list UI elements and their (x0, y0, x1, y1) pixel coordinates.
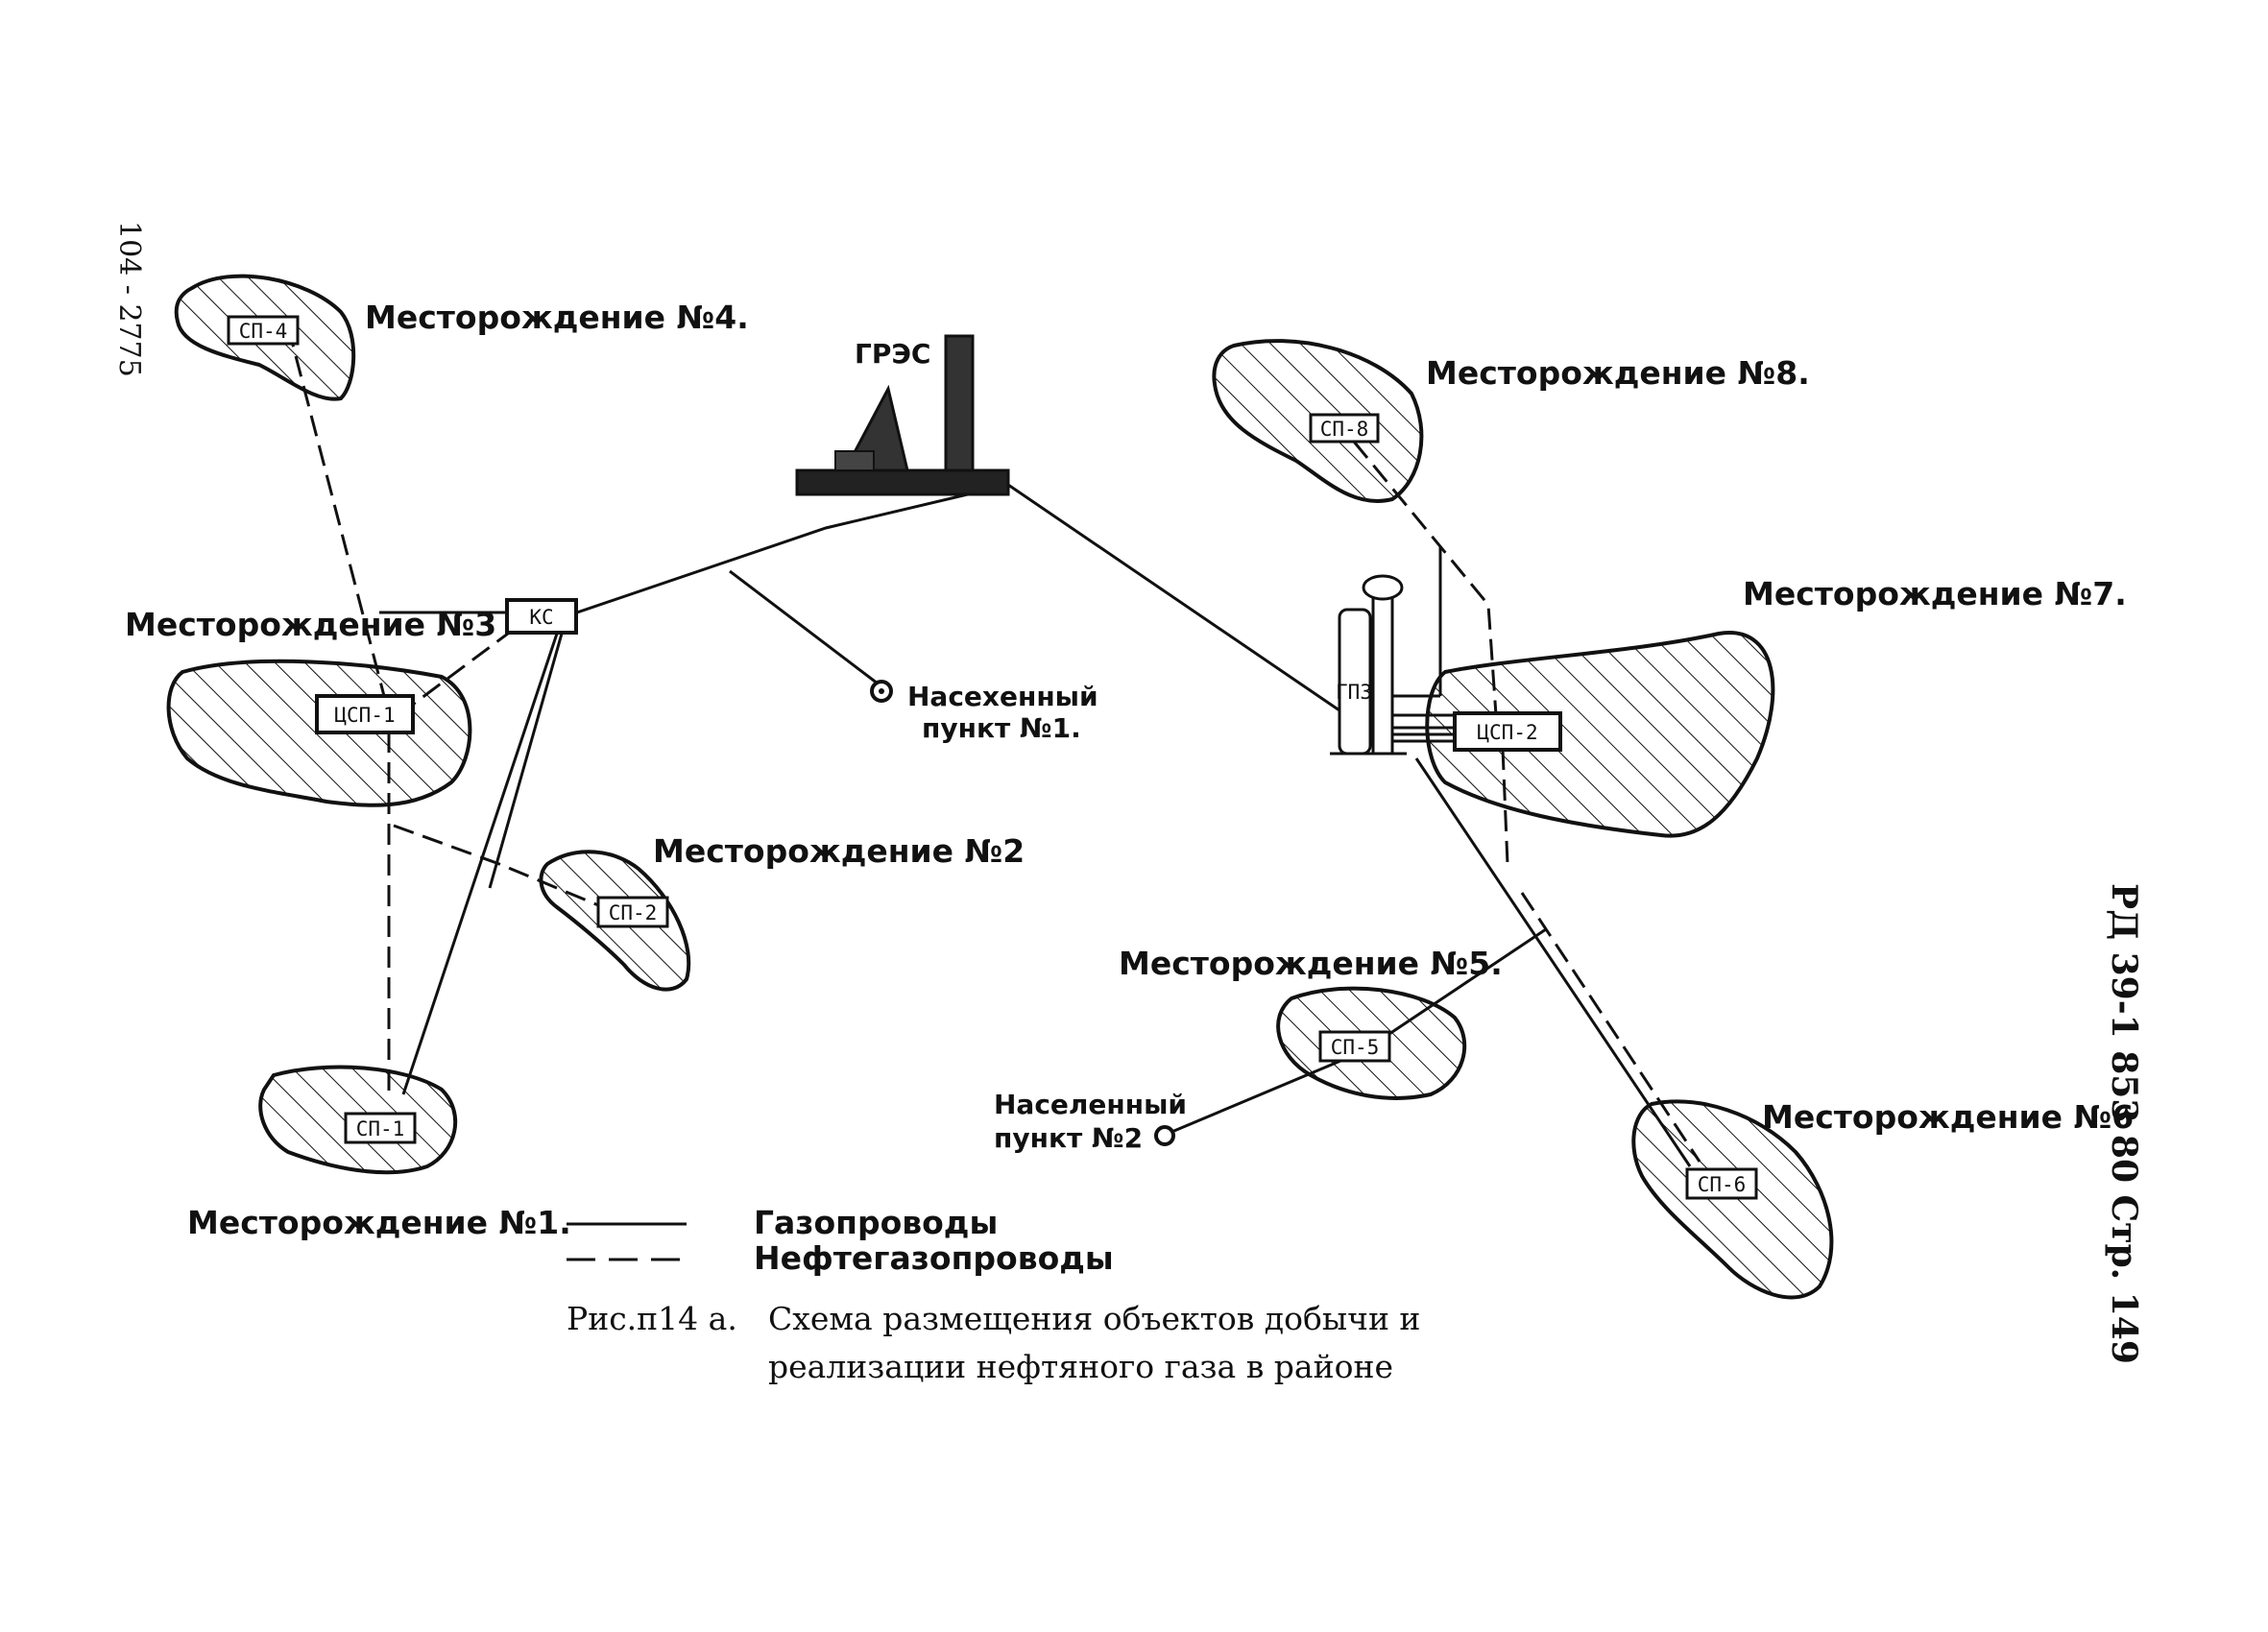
gas-pipe-sp5-settlement-2 (1169, 1049, 1364, 1135)
gas-pipe-ks-gres (570, 483, 1009, 616)
settlement-2-line1: Населенный (994, 1089, 1187, 1120)
document-reference-sidebar: РД 39-1 853 80 Стр. 149 (2104, 883, 2144, 1364)
node-sp6: СП-6 (1685, 1167, 1758, 1200)
node-sp1: СП-1 (344, 1112, 417, 1144)
gres-label: ГРЭС (855, 338, 930, 370)
caption-line-2: реализации нефтяного газа в районе (768, 1348, 1393, 1385)
field-area-7 (1425, 631, 1775, 838)
settlement-1-line1: Насехенный (907, 681, 1098, 712)
node-sp8: СП-8 (1309, 413, 1380, 444)
oilgas-pipe-csp1-ks (398, 620, 524, 717)
node-csp2-label: ЦСП-2 (1477, 721, 1537, 744)
oilgas-pipe-sp4-csp1 (286, 325, 386, 697)
gres-power-plant: ГРЭС (795, 334, 1010, 496)
settlement-1-line2: пункт №1. (922, 712, 1081, 744)
node-ks-label: КС (529, 606, 553, 629)
archive-number-note: 104 - 2775 (112, 221, 146, 377)
field-6-label: Месторождение №6 (1762, 1098, 2134, 1136)
gas-pipe-branch-settlement-1 (729, 569, 882, 688)
field-4-label: Месторождение №4. (365, 299, 749, 336)
figure-caption: Рис.п14 а. Схема размещения объектов доб… (567, 1300, 1420, 1385)
caption-figure-number: Рис.п14 а. (567, 1300, 737, 1337)
gres-plant-body (795, 468, 1010, 496)
legend-gas-label: Газопроводы (754, 1204, 998, 1241)
oilgas-pipe-to-sp6 (1520, 892, 1701, 1163)
node-sp4: СП-4 (227, 315, 300, 346)
node-csp2: ЦСП-2 (1453, 711, 1562, 752)
gas-pipe-sp5-main (1363, 927, 1547, 1053)
gres-plant-roof (842, 384, 909, 472)
node-sp2: СП-2 (596, 896, 669, 928)
field-8-label: Месторождение №8. (1426, 354, 1810, 392)
field-7-label: Месторождение №7. (1743, 575, 2127, 612)
field-labels: Месторождение №4. Месторождение №8. Мест… (125, 299, 2134, 1241)
gres-plant-chimney (944, 334, 975, 472)
oilgas-pipe-csp2-down (1501, 748, 1509, 865)
node-ks: КС (505, 598, 578, 635)
node-sp5-label: СП-5 (1331, 1036, 1380, 1059)
nodes: СП-4 КС ЦСП-1 СП-2 СП-1 СП-8 ЦСП-2 СП-5 (227, 315, 1758, 1200)
node-sp6-label: СП-6 (1698, 1173, 1747, 1196)
node-sp8-label: СП-8 (1320, 418, 1369, 441)
node-sp2-label: СП-2 (609, 901, 658, 924)
oilgas-pipe-sp8-csp2 (1352, 441, 1498, 716)
gas-pipe-gres-gpz (1007, 483, 1340, 712)
field-1-label: Месторождение №1. (187, 1204, 571, 1241)
node-csp1-label: ЦСП-1 (334, 704, 395, 727)
field-3-label: Месторождение №3 (125, 606, 496, 643)
gpz-label: ГПЗ (1336, 681, 1372, 704)
legend-oilgas-label: Нефтегазопроводы (754, 1239, 1114, 1277)
node-sp5: СП-5 (1318, 1030, 1391, 1063)
gas-pipe-gpz-sp6 (1414, 757, 1692, 1167)
node-csp1: ЦСП-1 (315, 694, 415, 734)
field-2-label: Месторождение №2 (653, 832, 1025, 870)
settlement-2-line2: пункт №2 (994, 1122, 1143, 1154)
gas-pipe-ks-sp2 (488, 633, 564, 889)
settlement-2: Населенный пункт №2 (994, 1089, 1187, 1154)
gpz-plant: ГПЗ (1330, 547, 1455, 756)
legend: Газопроводы Нефтегазопроводы (567, 1204, 1114, 1277)
field-5-label: Месторождение №5. (1119, 945, 1503, 982)
pipelines (286, 325, 1701, 1167)
gas-pipe-ks-sp1 (401, 633, 559, 1095)
node-sp1-label: СП-1 (356, 1117, 405, 1140)
node-sp4-label: СП-4 (239, 320, 288, 343)
caption-line-1: Схема размещения объектов добычи и (768, 1300, 1420, 1337)
settlement-1: Насехенный пункт №1. (870, 680, 1098, 744)
oilgas-pipe-csp1-sp2 (393, 824, 615, 914)
